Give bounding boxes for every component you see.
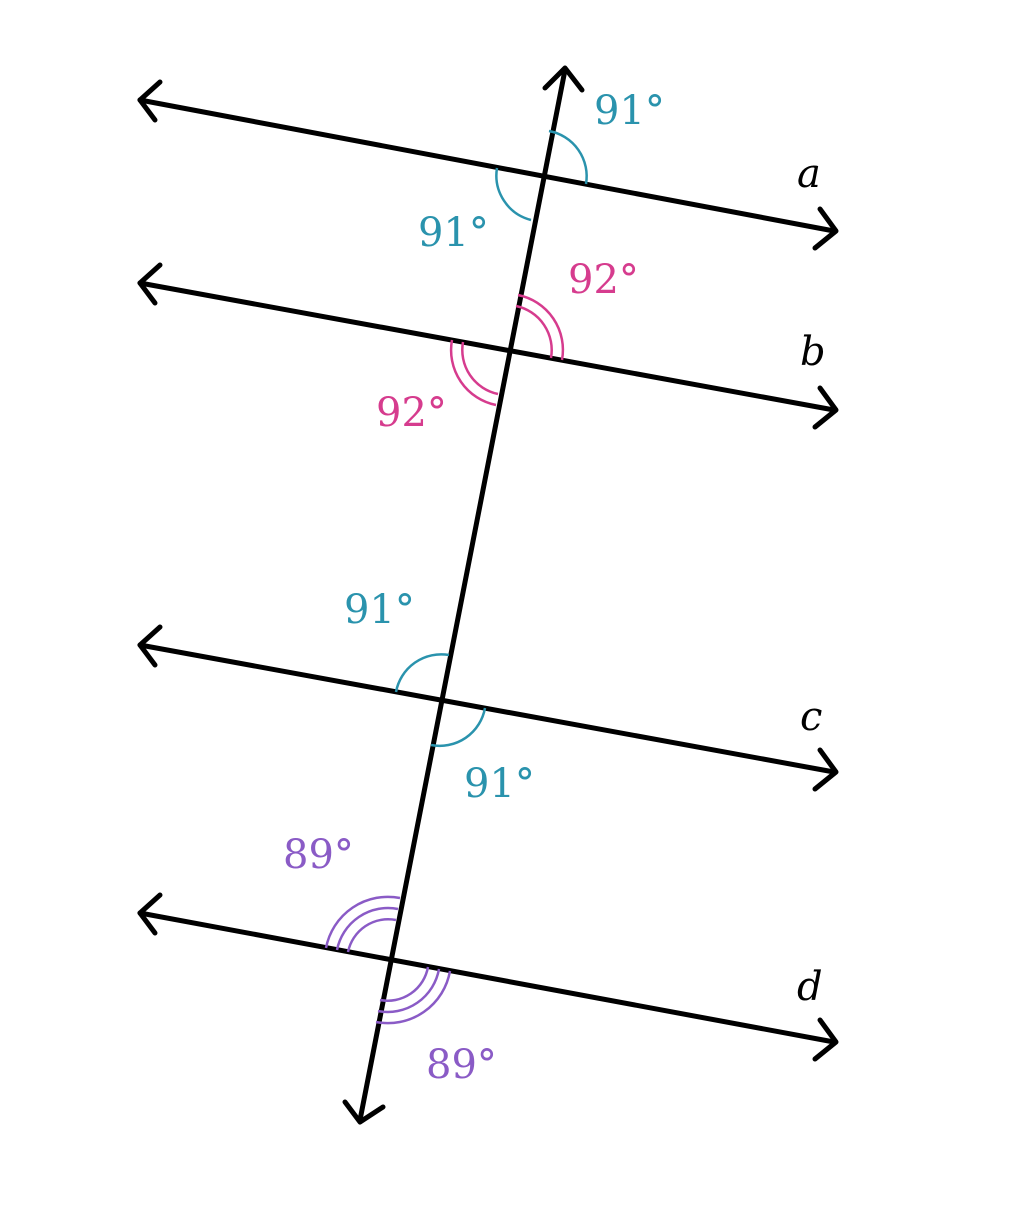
arrowhead-up-icon	[542, 65, 585, 93]
arrowhead-right-icon	[812, 1017, 839, 1062]
angle-label-a-lower-left: 91°	[418, 210, 489, 256]
line-c	[137, 624, 839, 792]
angle-label-a-upper-right: 91°	[594, 88, 665, 134]
line-label-b: b	[800, 329, 826, 375]
line-label-d: d	[797, 964, 823, 1010]
angle-arcs-a	[495, 129, 588, 222]
angle-label-b-upper-right: 92°	[568, 257, 639, 303]
line-d	[137, 892, 839, 1062]
angle-label-b-lower-left: 92°	[376, 390, 447, 436]
arrowhead-right-icon	[812, 385, 839, 430]
arrowhead-right-icon	[812, 747, 839, 792]
arrowhead-down-icon	[342, 1099, 386, 1125]
line-label-a: a	[797, 151, 821, 197]
transversal-line	[342, 65, 585, 1125]
arrowhead-left-icon	[137, 624, 163, 668]
angle-arcs-b	[449, 293, 565, 407]
angle-label-d-lower-right: 89°	[426, 1042, 497, 1088]
angle-arcs-d	[324, 895, 452, 1025]
arrowhead-left-icon	[137, 79, 163, 123]
line-b	[137, 262, 839, 430]
angle-arcs-c	[394, 653, 487, 748]
arrowhead-left-icon	[137, 892, 163, 936]
line-label-c: c	[800, 694, 822, 740]
angle-label-d-upper-left: 89°	[283, 832, 354, 878]
angle-label-c-upper-left: 91°	[344, 587, 415, 633]
angle-label-c-lower-right: 91°	[464, 761, 535, 807]
line-a	[137, 79, 839, 251]
arrowhead-right-icon	[812, 206, 839, 251]
arrowhead-left-icon	[137, 262, 163, 306]
